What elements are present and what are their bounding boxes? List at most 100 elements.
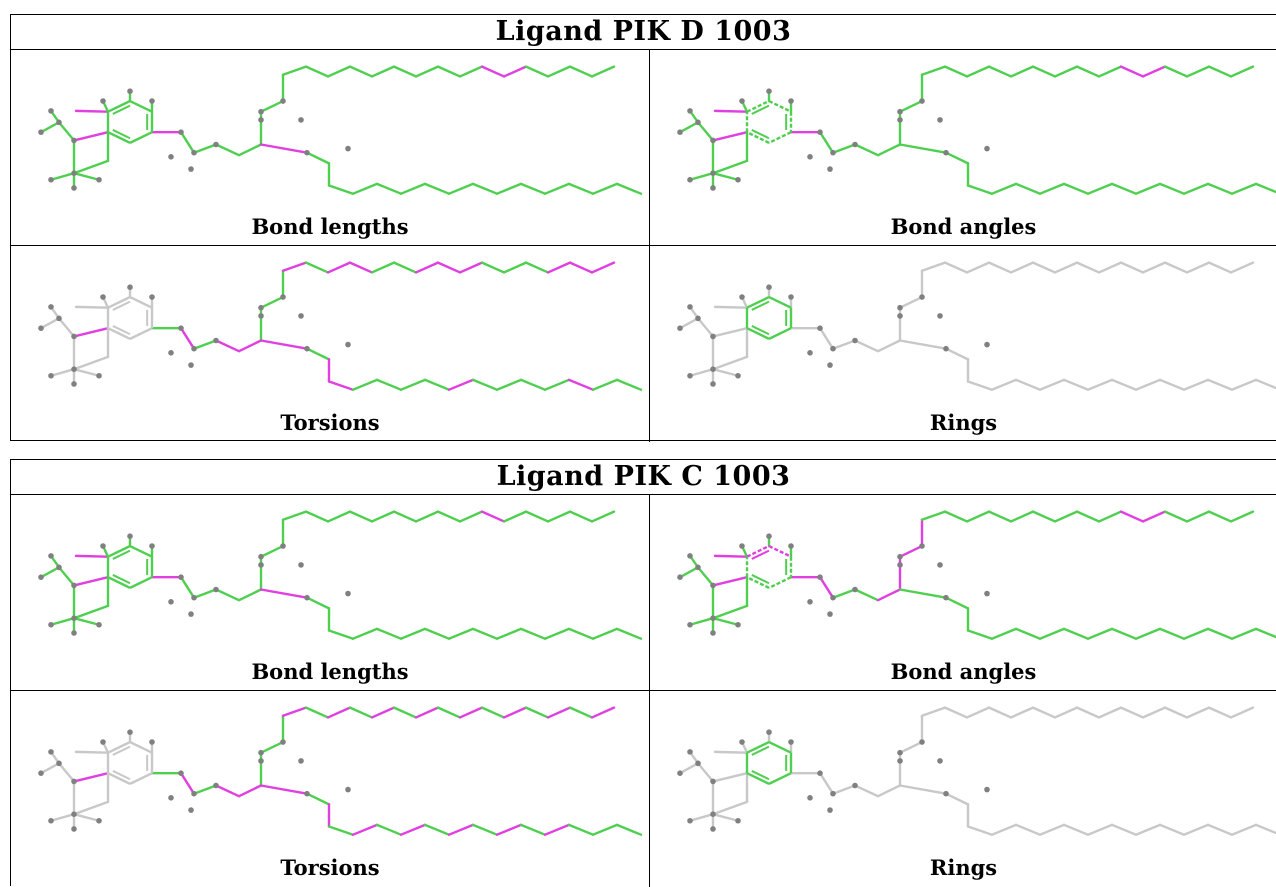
bond [1182, 378, 1210, 391]
atom [298, 117, 304, 123]
bond [818, 575, 835, 599]
atom [149, 294, 155, 300]
bond [615, 182, 643, 195]
bond [39, 121, 61, 134]
bond [423, 627, 451, 640]
atom [766, 88, 772, 94]
bond [567, 378, 595, 391]
atom [830, 149, 836, 156]
bond [1207, 706, 1233, 719]
bond [688, 812, 715, 822]
bond [72, 355, 110, 371]
bond [713, 109, 749, 113]
bond [72, 604, 110, 620]
bond [259, 99, 285, 113]
bond [399, 823, 427, 836]
bond [1062, 627, 1090, 640]
atom [191, 149, 197, 156]
bond [502, 65, 528, 78]
atom [984, 341, 990, 348]
bond [696, 566, 715, 587]
atom [191, 594, 197, 601]
bond [519, 378, 547, 391]
bond [965, 510, 991, 523]
bond [568, 510, 594, 523]
bond [1158, 182, 1186, 195]
bond [305, 792, 331, 806]
atom [48, 621, 54, 628]
bond [414, 510, 440, 523]
atom [897, 117, 903, 123]
bond [370, 261, 396, 274]
atom [258, 758, 264, 764]
bond [1062, 182, 1090, 195]
atom [788, 543, 794, 549]
atom [919, 98, 925, 104]
bond [546, 510, 572, 523]
bond [72, 771, 110, 783]
atom [687, 553, 693, 559]
bond [944, 596, 970, 610]
bond [876, 784, 902, 798]
cell-label: Bond angles [890, 214, 1037, 239]
atom [100, 543, 106, 549]
bond [1206, 627, 1234, 640]
bond [375, 182, 403, 195]
cell-label: Torsions [280, 855, 380, 880]
bond [192, 143, 218, 154]
atom [38, 129, 44, 135]
bond [1014, 182, 1042, 195]
bond [898, 143, 948, 154]
atom [188, 611, 194, 617]
atom [710, 630, 716, 636]
atom [687, 817, 693, 824]
bond [259, 295, 285, 309]
cell-label: Bond lengths [251, 659, 409, 684]
bond [305, 151, 331, 165]
atom [48, 108, 54, 114]
molecule-diagram [677, 261, 1276, 391]
bond [281, 510, 308, 521]
bond [1110, 823, 1138, 836]
bond [423, 378, 451, 391]
atom [71, 366, 77, 372]
bond [1031, 510, 1057, 523]
atom [687, 749, 693, 755]
bond [1086, 823, 1114, 836]
bond [713, 750, 749, 754]
bond [480, 706, 506, 719]
atom [739, 543, 745, 549]
molecule-diagram [677, 510, 1276, 640]
bond [1086, 182, 1114, 195]
bond [615, 627, 643, 640]
bond [399, 182, 427, 195]
bond [524, 510, 550, 523]
ring-double-bond [751, 745, 770, 756]
bond [1206, 378, 1234, 391]
bond [966, 184, 994, 195]
bond [713, 554, 749, 558]
atom [168, 599, 174, 605]
atom [71, 137, 77, 144]
atom [695, 760, 701, 767]
bond [351, 627, 379, 640]
bond [179, 771, 196, 795]
bond [375, 823, 403, 836]
ring-bond [746, 327, 770, 340]
atom [149, 543, 155, 549]
bond [519, 182, 547, 195]
bond [495, 627, 523, 640]
bond [711, 616, 740, 626]
atom [56, 119, 62, 126]
ring-double-bond [751, 129, 770, 140]
bond [375, 378, 403, 391]
bond [1254, 378, 1276, 390]
atom [127, 284, 133, 290]
atom [937, 117, 943, 123]
bond [1229, 706, 1255, 719]
bond [370, 706, 396, 719]
bond [458, 65, 484, 78]
atom [710, 778, 716, 785]
bond [590, 706, 616, 719]
bond [471, 182, 499, 195]
